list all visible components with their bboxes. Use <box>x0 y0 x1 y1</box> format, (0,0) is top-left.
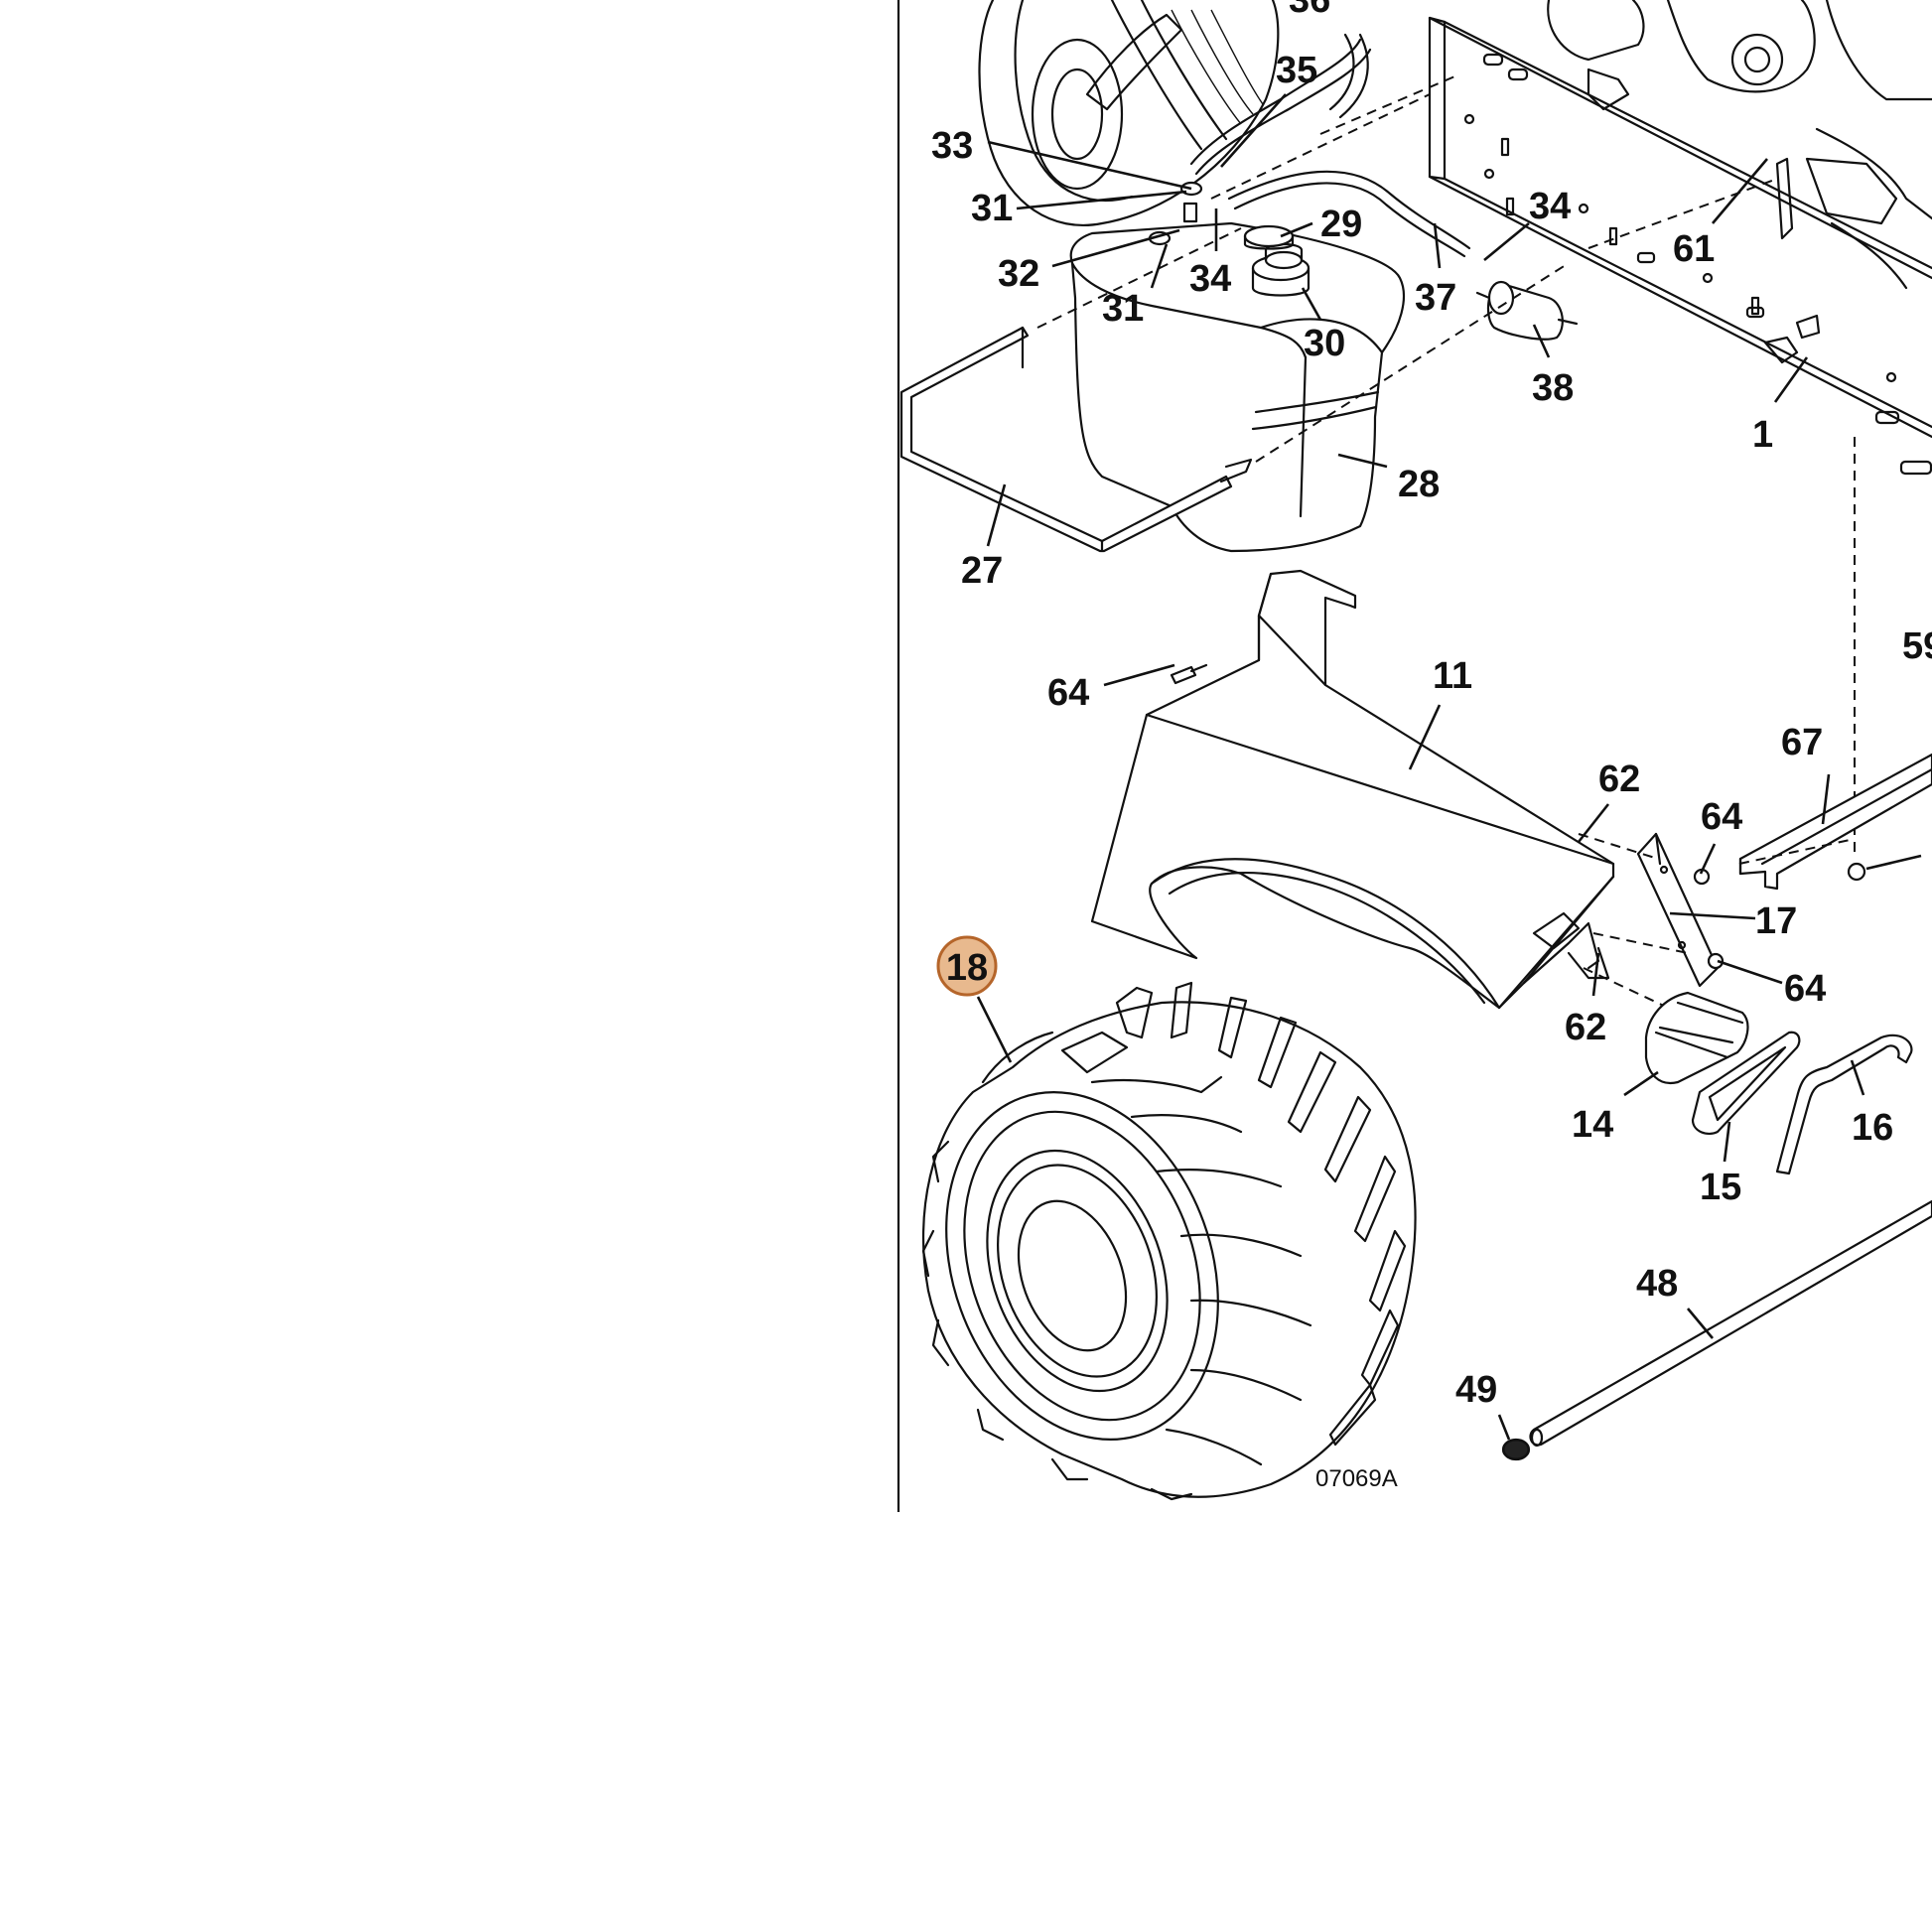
callout-28: 28 <box>1398 464 1440 505</box>
callout-27: 27 <box>961 550 1003 592</box>
vent-hose-2 <box>1194 48 1372 176</box>
fender <box>1090 569 1615 1010</box>
callout-61: 61 <box>1673 228 1715 270</box>
callout-31: 31 <box>971 188 1013 229</box>
callout-highlight-circle[interactable] <box>936 935 998 997</box>
alignment-line <box>1738 838 1856 865</box>
callout-labels: 33 35 31 32 34 31 29 30 37 34 38 61 1 28… <box>931 0 1932 1411</box>
alignment-line <box>1319 73 1460 135</box>
callout-67: 67 <box>1781 722 1823 763</box>
callout-34: 34 <box>1529 186 1571 227</box>
callout-37: 37 <box>1415 277 1456 319</box>
callout-34: 34 <box>1189 258 1231 300</box>
callout-1: 1 <box>1752 414 1773 456</box>
callout-49: 49 <box>1455 1369 1497 1411</box>
alignment-line <box>1578 833 1659 860</box>
highlighted-callout[interactable]: 18 <box>936 935 998 997</box>
callout-16: 16 <box>1852 1107 1893 1149</box>
callout-31: 31 <box>1102 288 1144 330</box>
callout-35: 35 <box>1276 50 1317 91</box>
light-lens <box>1691 1031 1801 1136</box>
callout-59: 59 <box>1902 625 1932 667</box>
alignment-line <box>1210 93 1431 200</box>
callout-11: 11 <box>1433 655 1472 697</box>
callout-62: 62 <box>1565 1007 1606 1048</box>
knob <box>1501 1438 1531 1461</box>
fuel-tank <box>1069 181 1406 553</box>
grab-handle <box>1775 1034 1913 1175</box>
mount-bracket <box>1636 832 1725 988</box>
callout-48: 48 <box>1636 1263 1678 1305</box>
callout-30: 30 <box>1304 323 1345 364</box>
fuel-line <box>1227 170 1471 250</box>
bolt <box>1170 663 1208 685</box>
callout-14: 14 <box>1572 1104 1613 1146</box>
callout-18[interactable]: 18 <box>946 947 988 989</box>
callout-64: 64 <box>1701 796 1742 838</box>
callout-32: 32 <box>998 253 1039 295</box>
leader-lines <box>976 93 1865 1441</box>
rear-tire <box>921 981 1417 1501</box>
fuel-filter <box>1475 280 1579 341</box>
alignment-line <box>1036 227 1242 329</box>
alignment-line <box>1255 262 1570 463</box>
cross-bar <box>1738 753 1932 891</box>
callout-38: 38 <box>1532 367 1574 409</box>
tank-tray <box>899 326 1253 553</box>
callout-15: 15 <box>1700 1167 1741 1208</box>
tail-light <box>1644 991 1749 1085</box>
figure-id: 07069A <box>1315 1465 1398 1492</box>
callout-36: 36 <box>1289 0 1330 21</box>
callout-29: 29 <box>1320 204 1362 245</box>
callout-64: 64 <box>1784 968 1826 1010</box>
callout-33: 33 <box>931 125 973 167</box>
callout-64: 64 <box>1047 672 1089 714</box>
fuel-line-2 <box>1233 182 1466 258</box>
main-frame-rail <box>1428 0 1932 476</box>
upper-wheel-assembly <box>978 0 1369 226</box>
callout-62: 62 <box>1598 759 1640 800</box>
axle-rod <box>1529 1199 1932 1448</box>
alignment-line <box>1592 932 1689 954</box>
callout-17: 17 <box>1755 900 1797 942</box>
